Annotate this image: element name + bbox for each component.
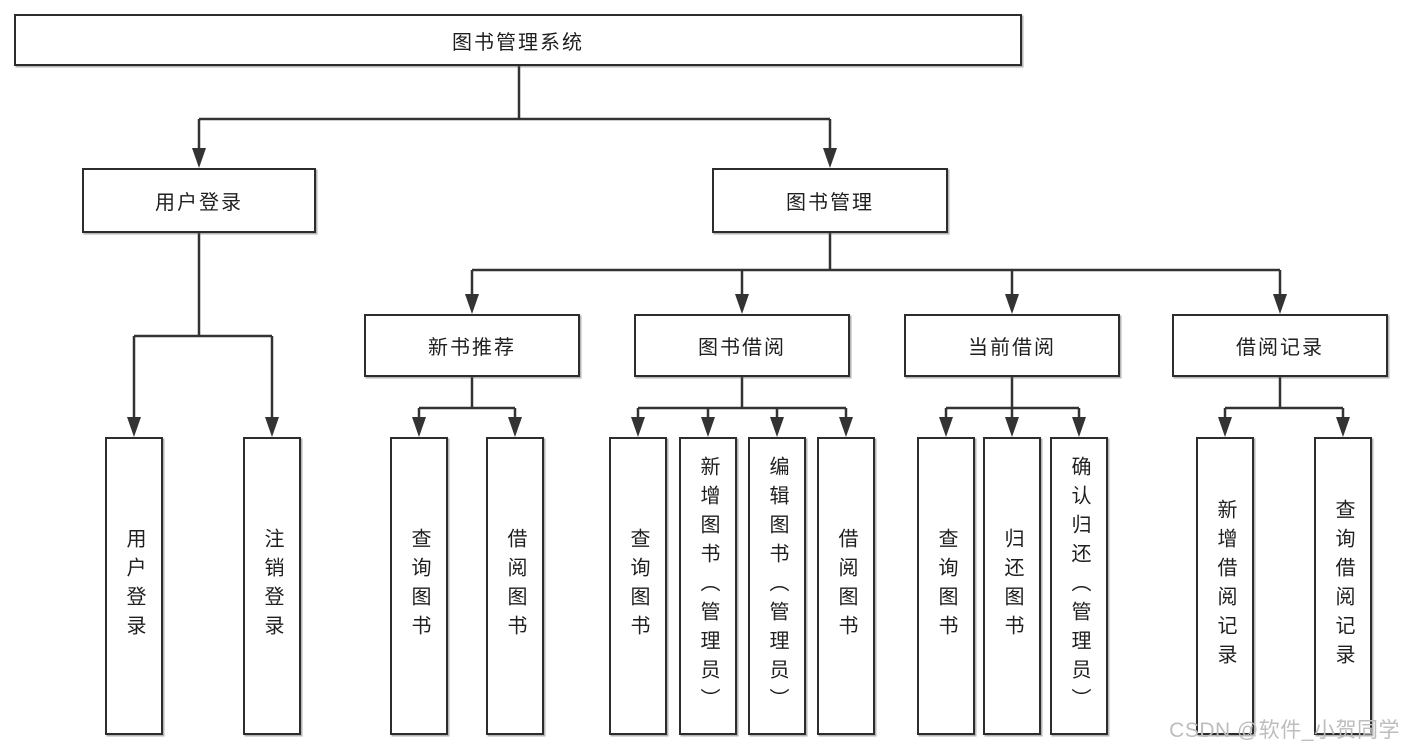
node-current-borrowing: 当前借阅 (904, 314, 1120, 377)
leaf-return-books: 归还图书 (983, 437, 1041, 735)
leaf-recommend-query-books: 查询图书 (390, 437, 448, 735)
leaf-add-borrow-record: 新增借阅记录 (1196, 437, 1254, 735)
node-library-management-system: 图书管理系统 (14, 14, 1022, 66)
leaf-current-query-books: 查询图书 (917, 437, 975, 735)
leaf-borrowing-query-books: 查询图书 (609, 437, 667, 735)
leaf-user-login: 用户登录 (105, 437, 163, 735)
node-borrowing-records: 借阅记录 (1172, 314, 1388, 377)
leaf-query-borrow-record: 查询借阅记录 (1314, 437, 1372, 735)
leaf-confirm-return-admin: 确认归还（管理员） (1050, 437, 1108, 735)
leaf-recommend-borrow-books: 借阅图书 (486, 437, 544, 735)
node-user-login: 用户登录 (82, 168, 316, 233)
leaf-add-book-admin: 新增图书（管理员） (679, 437, 737, 735)
leaf-logout: 注销登录 (243, 437, 301, 735)
leaf-borrowing-borrow-books: 借阅图书 (817, 437, 875, 735)
csdn-watermark: CSDN @软件_小贺同学 (1169, 719, 1400, 742)
leaf-edit-book-admin: 编辑图书（管理员） (748, 437, 806, 735)
node-book-management: 图书管理 (712, 168, 948, 233)
node-book-borrowing: 图书借阅 (634, 314, 850, 377)
node-new-book-recommendation: 新书推荐 (364, 314, 580, 377)
